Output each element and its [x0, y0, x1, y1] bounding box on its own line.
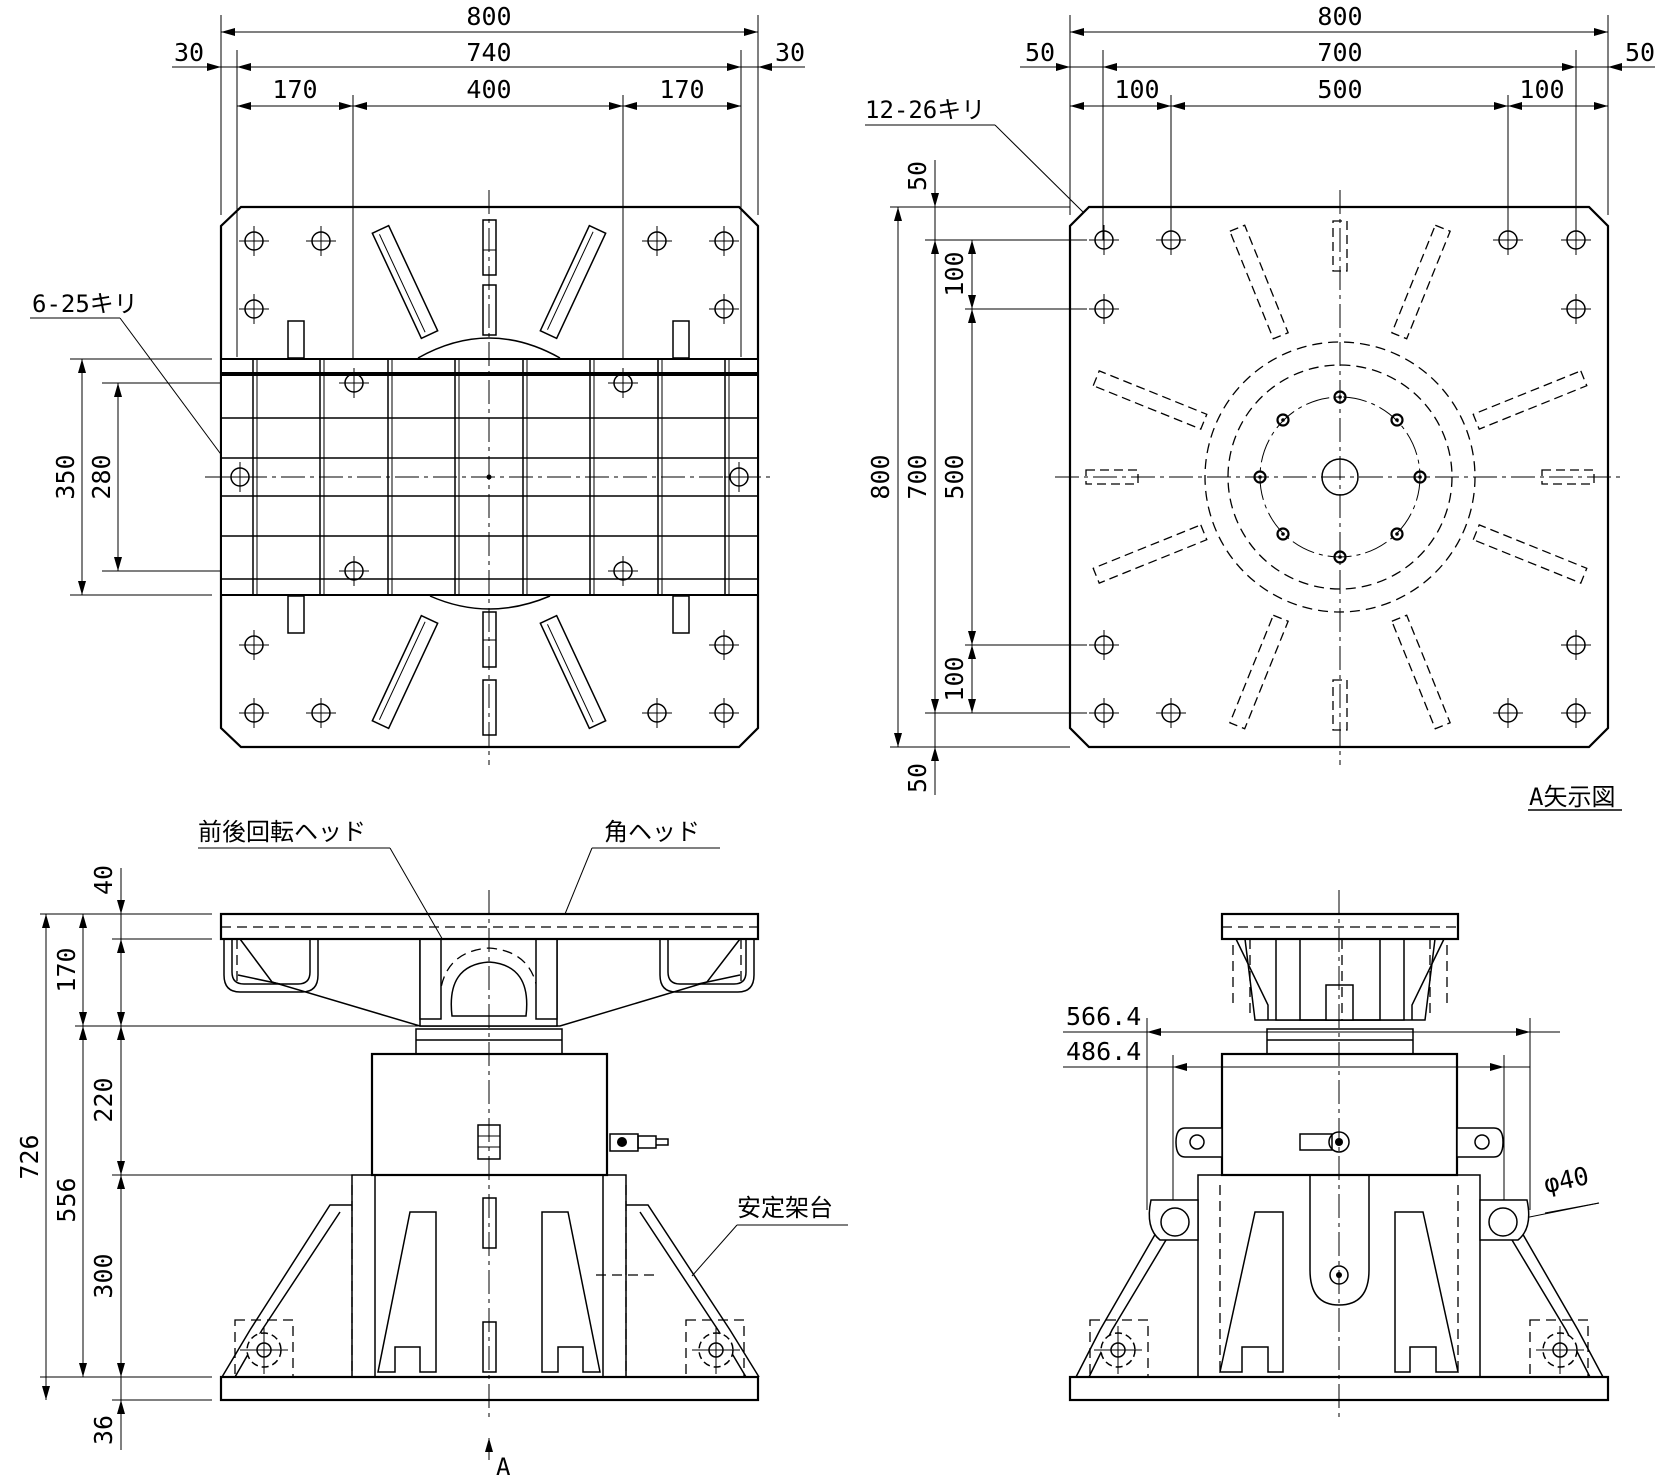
dim-a-v-top-margin: 50: [903, 161, 932, 191]
dim-top-inner: 740: [466, 38, 511, 67]
label-rotating-head: 前後回転ヘッド: [198, 818, 366, 846]
dim-top-bay-center: 400: [466, 75, 511, 104]
dim-top-side-left: 30: [174, 38, 204, 67]
dim-front-subtotal: 556: [52, 1177, 81, 1222]
dim-front-head-height: 170: [52, 947, 81, 992]
top-head-dome-lower: [429, 595, 551, 610]
dim-side-pin-dia: φ40: [1541, 1161, 1591, 1199]
dim-a-pitch-left: 100: [1114, 75, 1159, 104]
dim-front-cylinder: 220: [89, 1077, 118, 1122]
dim-top-height-inner: 280: [87, 454, 116, 499]
a-view-title: A矢示図: [1529, 783, 1615, 811]
dim-top-overall: 800: [466, 2, 511, 31]
front-cylinder: [370, 1028, 669, 1177]
dim-a-v-center: 500: [940, 454, 969, 499]
dim-a-overall: 800: [1317, 2, 1362, 31]
front-view: 726 556 170 40 220 300 36 前後回転ヘッド 角ヘッド 安…: [15, 818, 848, 1477]
dim-a-side-right: 50: [1625, 38, 1655, 67]
dim-a-v-top-pitch: 100: [940, 251, 969, 296]
side-view-dimension-lines: [1063, 1018, 1600, 1231]
top-hole-note: 6-25キリ: [32, 290, 138, 318]
dim-a-v-inner: 700: [903, 454, 932, 499]
dim-top-height-outer: 350: [51, 454, 80, 499]
dim-a-v-overall: 800: [866, 454, 895, 499]
dim-front-stand: 300: [89, 1253, 118, 1298]
dim-top-side-right: 30: [775, 38, 805, 67]
dim-a-pitch-right: 100: [1519, 75, 1564, 104]
label-view-arrow-a: A: [496, 1453, 511, 1477]
dim-a-inner: 700: [1317, 38, 1362, 67]
dim-side-outer-span: 566.4: [1066, 1002, 1141, 1031]
side-head: [1220, 912, 1460, 1021]
dim-a-v-bottom-margin: 50: [903, 763, 932, 793]
label-square-head: 角ヘッド: [604, 818, 700, 846]
a-hole-note: 12-26キリ: [865, 96, 985, 124]
dim-side-inner-span: 486.4: [1066, 1037, 1141, 1066]
label-stand: 安定架台: [737, 1194, 833, 1222]
dim-a-v-bottom-pitch: 100: [940, 656, 969, 701]
a-base-plate: [1068, 205, 1610, 749]
dim-front-head-plate: 40: [89, 865, 118, 895]
side-view: 566.4 486.4 φ40: [1063, 890, 1610, 1420]
dim-top-bay-left: 170: [272, 75, 317, 104]
dim-a-pitch-center: 500: [1317, 75, 1362, 104]
dim-front-total: 726: [15, 1134, 44, 1179]
dim-front-base: 36: [89, 1415, 118, 1445]
arrow-view-dimension-lines: [865, 15, 1655, 811]
dim-top-bay-right: 170: [659, 75, 704, 104]
dim-a-side-left: 50: [1025, 38, 1055, 67]
arrow-view: 800 700 50 50 100 500 100 12-26キリ 800 70…: [865, 2, 1655, 811]
front-stand: [219, 1174, 760, 1402]
top-view: 800 740 30 30 170 400 170 350 280 6-25キリ: [30, 2, 805, 765]
